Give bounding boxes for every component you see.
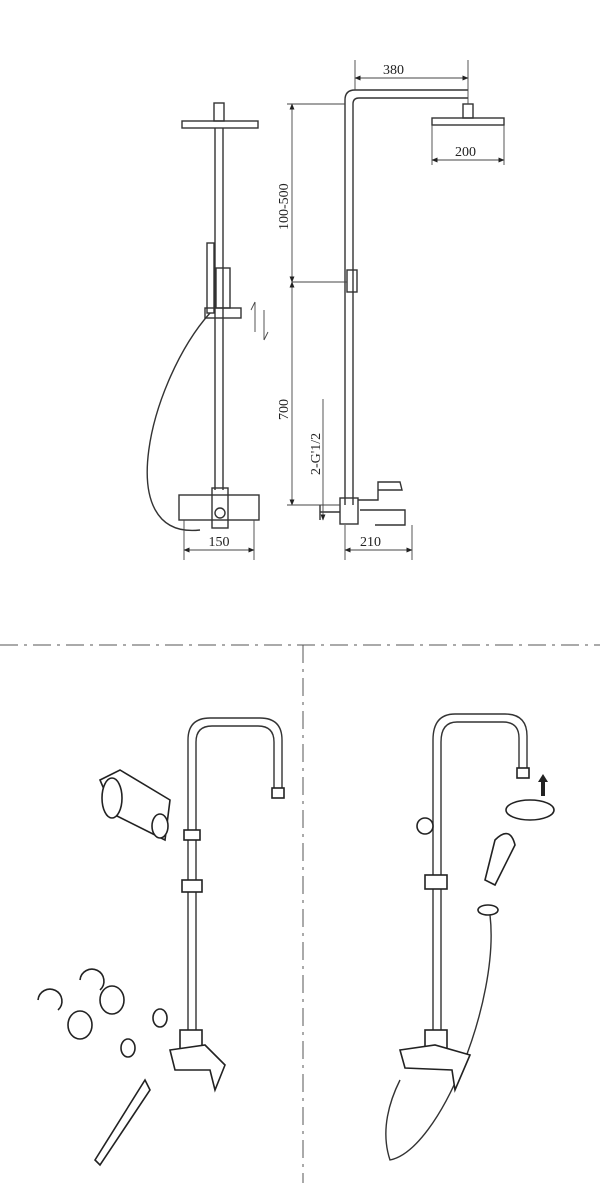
dimension-inlet-thread: 2-G'1/2 [309,433,324,475]
up-arrow-icon [538,774,548,796]
dimension-arm-length: 380 [383,63,404,78]
dimension-height: 700 [277,399,292,420]
dimension-mixer-width: 150 [209,535,230,550]
dimension-slide-range: 100-500 [277,183,292,230]
dimension-projection: 210 [360,535,381,550]
installation-exploded-view [37,717,285,1167]
dimension-head-diameter: 200 [455,145,476,160]
front-view: 150 [146,102,269,560]
installation-assembled-view [385,713,555,1161]
side-view: 380 200 100-500 700 2-G'1/2 210 [277,60,505,560]
slide-arrows-icon [250,301,269,341]
